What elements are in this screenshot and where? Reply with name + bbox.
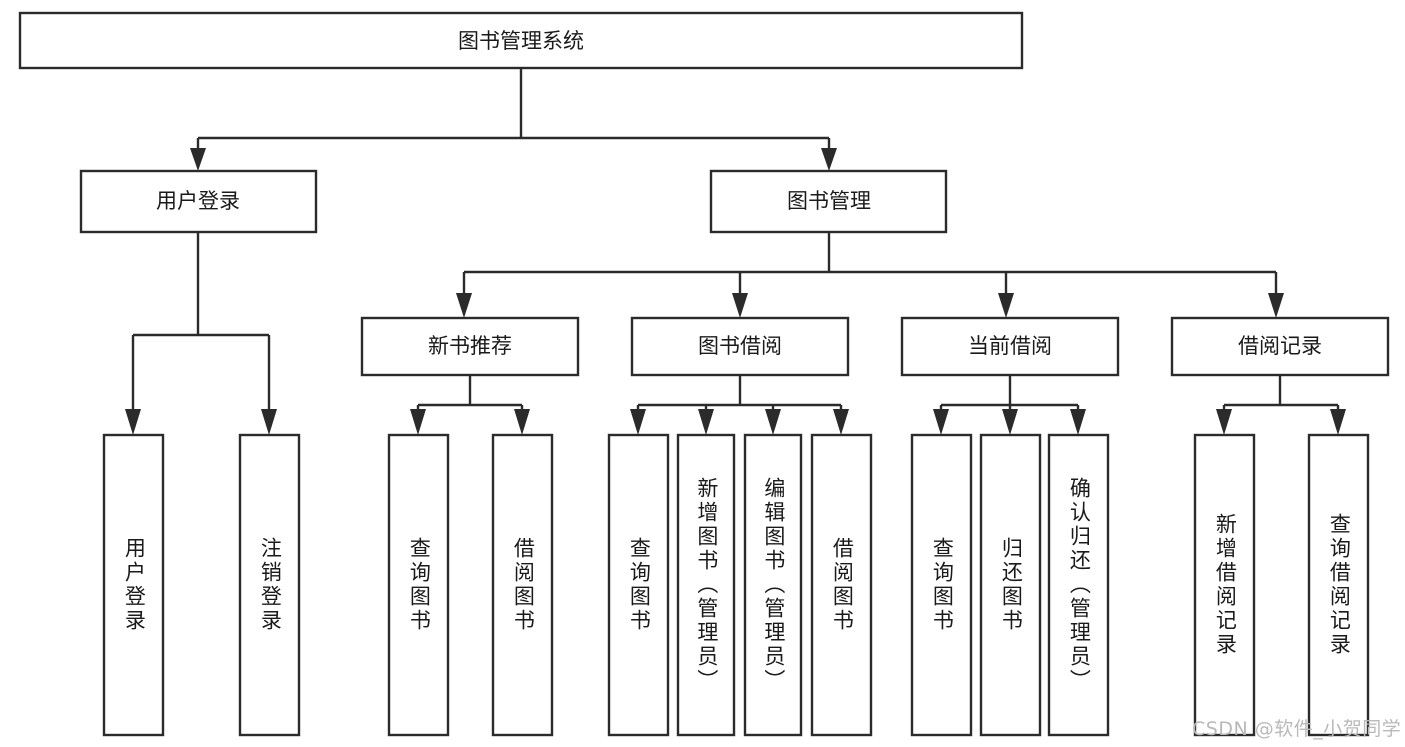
arrowhead-leaf-edit-book (765, 409, 781, 435)
node-new-book-recommend-box[interactable] (360, 316, 580, 377)
arrowhead-user-login (190, 148, 206, 171)
arrowhead-new-book-recommend (456, 293, 472, 318)
arrowhead-current-borrow (998, 293, 1014, 318)
node-leaf-borrow-book-2-box[interactable] (810, 433, 873, 737)
node-book-borrow-box[interactable] (630, 316, 850, 377)
nodes-layer: 图书管理系统 用户登录 图书管理 新书推荐 图书借阅 当前借阅 借阅记录 (18, 11, 1390, 737)
node-leaf-user-logout-box[interactable] (238, 433, 301, 737)
arrowhead-leaf-user-logout (261, 409, 277, 435)
edges-layer (125, 68, 1346, 435)
arrowhead-leaf-add-book (698, 409, 714, 435)
node-current-borrow-box[interactable] (900, 316, 1120, 377)
node-leaf-add-record-box[interactable] (1193, 433, 1256, 737)
node-leaf-user-login-box[interactable] (102, 433, 165, 737)
node-leaf-query-book-2-box[interactable] (607, 433, 670, 737)
node-current-borrow-label: 当前借阅 (968, 334, 1052, 358)
arrowhead-leaf-borrow-book-1 (514, 409, 530, 435)
arrowhead-borrow-record (1268, 293, 1284, 318)
node-book-manage-box[interactable] (709, 169, 948, 234)
node-leaf-add-book-box[interactable] (676, 433, 736, 737)
arrowhead-leaf-borrow-book-2 (833, 409, 849, 435)
node-leaf-query-record-box[interactable] (1307, 433, 1370, 737)
arrowhead-leaf-confirm-return (1070, 409, 1086, 435)
node-new-book-recommend-label: 新书推荐 (428, 334, 512, 358)
node-borrow-record-box[interactable] (1170, 316, 1390, 377)
node-leaf-confirm-return-box[interactable] (1047, 433, 1110, 737)
arrowhead-book-borrow (732, 293, 748, 318)
node-user-login-label: 用户登录 (156, 189, 240, 213)
arrowhead-leaf-add-record (1216, 409, 1232, 435)
arrowhead-leaf-user-login (125, 409, 141, 435)
arrowhead-leaf-query-record (1330, 409, 1346, 435)
node-borrow-record-label: 借阅记录 (1238, 334, 1322, 358)
csdn-watermark: CSDN @软件_小贺同学 (1192, 718, 1402, 740)
node-root-label: 图书管理系统 (458, 29, 584, 53)
node-book-manage-label: 图书管理 (787, 189, 871, 213)
node-user-login-box[interactable] (79, 169, 318, 234)
arrowhead-leaf-return-book (1002, 409, 1018, 435)
arrowhead-leaf-query-book-3 (933, 409, 949, 435)
node-leaf-return-book-box[interactable] (979, 433, 1042, 737)
node-leaf-edit-book-box[interactable] (743, 433, 803, 737)
node-leaf-borrow-book-1-box[interactable] (491, 433, 554, 737)
arrowhead-book-manage (821, 148, 837, 171)
node-leaf-query-book-1-box[interactable] (387, 433, 450, 737)
arrowhead-leaf-query-book-1 (410, 409, 426, 435)
node-leaf-query-book-3-box[interactable] (910, 433, 973, 737)
node-book-borrow-label: 图书借阅 (698, 334, 782, 358)
node-root-box[interactable] (18, 11, 1024, 70)
arrowhead-leaf-query-book-2 (630, 409, 646, 435)
